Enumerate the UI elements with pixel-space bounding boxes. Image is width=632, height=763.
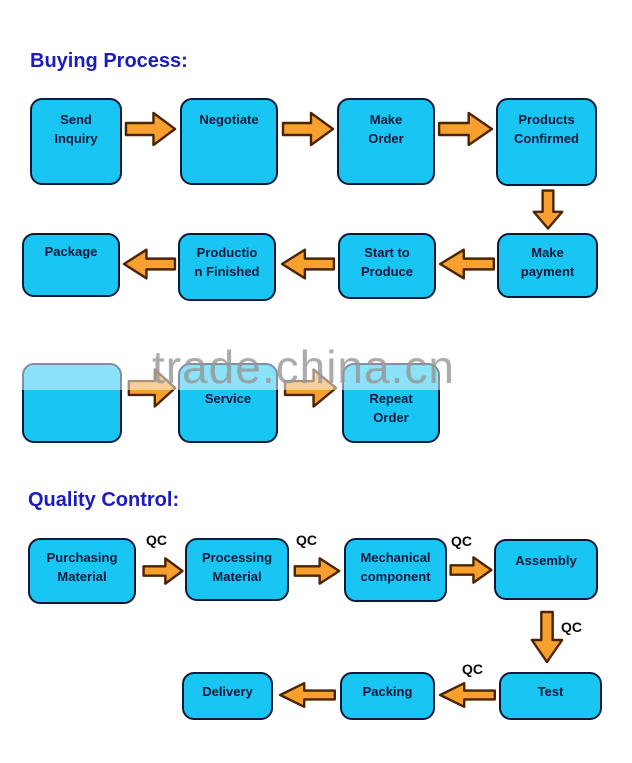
box-make-payment: Make payment (497, 233, 598, 298)
arrow-right-icon (142, 556, 184, 586)
box-label: Processing (201, 550, 273, 565)
box-label: component (360, 569, 431, 584)
box-mechanical-component: Mechanical component (344, 538, 447, 602)
box-label: Confirmed (514, 131, 579, 146)
box-label: payment (520, 264, 575, 279)
box-label: Assembly (515, 553, 577, 568)
box-label: Material (212, 569, 262, 584)
arrow-left-icon (280, 247, 336, 281)
box-start-to-produce: Start to Produce (338, 233, 436, 299)
arrow-left-icon (122, 247, 177, 281)
arrow-right-icon (437, 110, 494, 148)
qc-label: QC (146, 532, 167, 548)
box-label: Make (531, 245, 564, 260)
arrow-right-icon (449, 555, 493, 585)
arrow-down-icon (529, 610, 565, 664)
box-label: Negotiate (199, 112, 259, 127)
box-label: Mechanical (360, 550, 431, 565)
quality-control-title: Quality Control: (28, 489, 180, 511)
box-negotiate: Negotiate (180, 98, 278, 185)
watermark-band (0, 363, 632, 390)
arrow-down-icon (531, 189, 565, 230)
qc-label: QC (451, 533, 472, 549)
box-label: Start to (364, 245, 410, 260)
box-label: Purchasing (46, 550, 118, 565)
box-label: Order (368, 131, 404, 146)
box-label: Packing (362, 684, 413, 699)
box-label: Test (537, 684, 564, 699)
box-processing-material: Processing Material (185, 538, 289, 601)
arrow-left-icon (438, 247, 496, 281)
box-test: Test (499, 672, 602, 720)
box-make-order: Make Order (337, 98, 435, 185)
box-label: Send (60, 112, 92, 127)
box-label: Products (518, 112, 575, 127)
box-label: n Finished (194, 264, 260, 279)
box-products-confirmed: Products Confirmed (496, 98, 597, 186)
arrow-right-icon (124, 110, 177, 148)
qc-label: QC (462, 661, 483, 677)
buying-process-title: Buying Process: (30, 50, 188, 72)
box-send-inquiry: Send Inquiry (30, 98, 122, 185)
arrow-left-icon (438, 681, 497, 709)
box-label: Repeat (369, 391, 413, 406)
arrow-right-icon (281, 110, 335, 148)
box-label: Package (44, 244, 98, 259)
box-package: Package (22, 233, 120, 297)
box-label: Make (369, 112, 403, 127)
box-label: Inquiry (54, 131, 98, 146)
arrow-right-icon (293, 556, 341, 586)
box-packing: Packing (340, 672, 435, 720)
arrow-left-icon (278, 681, 337, 709)
box-label: Material (57, 569, 107, 584)
qc-label: QC (561, 619, 582, 635)
qc-label: QC (296, 532, 317, 548)
box-label: Delivery (202, 684, 253, 699)
box-production-finished: Productio n Finished (178, 233, 276, 301)
box-label: Productio (196, 245, 258, 260)
box-label: Order (373, 410, 409, 425)
box-label: Service (204, 391, 252, 406)
watermark-text: trade.china.cn (152, 341, 455, 393)
box-purchasing-material: Purchasing Material (28, 538, 136, 604)
box-assembly: Assembly (494, 539, 598, 600)
box-label: Produce (360, 264, 413, 279)
box-delivery: Delivery (182, 672, 273, 720)
